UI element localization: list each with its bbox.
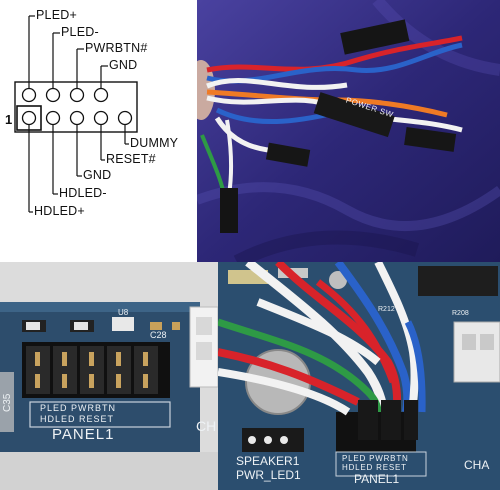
silk-r212: R212 bbox=[378, 306, 395, 313]
label-dummy: DUMMY bbox=[130, 136, 179, 150]
silk-panel1-left: PANEL1 bbox=[52, 426, 115, 443]
connector-green bbox=[220, 188, 238, 233]
pin-bottom-1 bbox=[21, 110, 37, 126]
silk-speaker1: SPEAKER1 bbox=[236, 454, 300, 468]
label-gnd-top: GND bbox=[109, 58, 138, 72]
pin-bottom-3 bbox=[69, 110, 85, 126]
silk-pled-pwrbtn-right: PLED PWRBTN bbox=[342, 454, 409, 463]
pin-top-2 bbox=[45, 87, 61, 103]
silk-u8: U8 bbox=[118, 308, 129, 317]
silk-c35: C35 bbox=[2, 393, 13, 412]
connector-left bbox=[265, 142, 311, 167]
silk-c28: C28 bbox=[150, 330, 167, 340]
board-right-drawing bbox=[218, 262, 500, 490]
cable-photo-drawing bbox=[197, 0, 500, 262]
board-photo-right: SPEAKER1 PWR_LED1 PLED PWRBTN HDLED RESE… bbox=[218, 262, 500, 490]
pin-top-1 bbox=[21, 87, 37, 103]
label-pled-plus: PLED+ bbox=[36, 8, 77, 22]
pin-top-4 bbox=[93, 87, 109, 103]
silk-pwr-led1: PWR_LED1 bbox=[236, 468, 301, 482]
connector-power-sw bbox=[313, 92, 395, 138]
silk-r208: R208 bbox=[452, 310, 469, 317]
silk-cha: CHA bbox=[464, 458, 490, 472]
connector-right bbox=[404, 127, 457, 152]
connector-top bbox=[340, 19, 410, 55]
board-left-drawing bbox=[0, 262, 218, 490]
pin-diagram: PLED+ PLED- PWRBTN# GND 1 DUMMY RESET# G… bbox=[0, 0, 196, 225]
label-gnd-bottom: GND bbox=[83, 168, 112, 182]
label-reset: RESET# bbox=[106, 152, 156, 166]
label-pwrbtn: PWRBTN# bbox=[85, 41, 148, 55]
board-photo-left: PLED PWRBTN HDLED RESET PANEL1 C35 CH C2… bbox=[0, 262, 218, 490]
silk-hdled-reset-right: HDLED RESET bbox=[342, 463, 407, 472]
silk-hdled-reset-left: HDLED RESET bbox=[40, 414, 115, 424]
silk-ch: CH bbox=[196, 418, 217, 434]
pin-bottom-2 bbox=[45, 110, 61, 126]
hand bbox=[197, 60, 215, 120]
silk-pled-pwrbtn-left: PLED PWRBTN bbox=[40, 403, 117, 413]
cable-photo: POWER SW bbox=[197, 0, 500, 262]
label-hdled-plus: HDLED+ bbox=[34, 204, 85, 218]
pin-diagram-lines bbox=[14, 15, 138, 213]
header-outline bbox=[14, 81, 138, 133]
pin-1-marker: 1 bbox=[5, 112, 13, 127]
pin-bottom-4 bbox=[93, 110, 109, 126]
label-pled-minus: PLED- bbox=[61, 25, 99, 39]
silk-panel1-right: PANEL1 bbox=[354, 472, 400, 486]
pin-top-3 bbox=[69, 87, 85, 103]
pin-bottom-5 bbox=[117, 110, 133, 126]
label-hdled-minus: HDLED- bbox=[59, 186, 107, 200]
